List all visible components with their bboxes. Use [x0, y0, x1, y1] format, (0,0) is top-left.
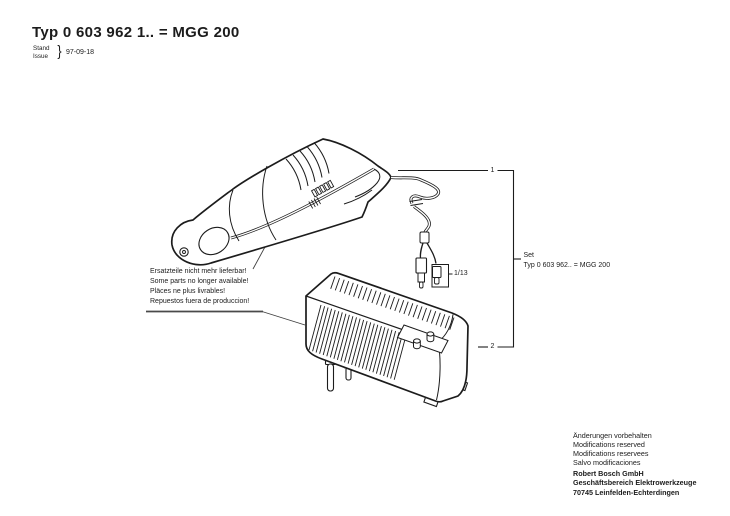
- legal-line: Änderungen vorbehalten: [573, 431, 652, 440]
- notice-line: Repuestos fuera de produccion!: [150, 297, 250, 305]
- cable-illustration: [390, 176, 453, 289]
- company-address: Robert Bosch GmbH Geschäftsbereich Elekt…: [573, 469, 696, 496]
- callout-label-1-13: 1/13: [454, 270, 468, 277]
- notice-line: Ersatzteile nicht mehr lieferbar!: [150, 268, 247, 275]
- tool-grip-ribs: [285, 142, 330, 191]
- legal-line: Modifications reserved: [573, 440, 645, 450]
- charger-front-vents: [308, 304, 407, 380]
- notice-line: Some parts no longer available!: [150, 277, 249, 285]
- legal-notice: Änderungen vorbehalten Modifications res…: [573, 431, 696, 467]
- footer-block: Änderungen vorbehalten Modifications res…: [573, 431, 696, 497]
- brace-glyph: }: [57, 43, 62, 60]
- charger-top-vents: [330, 276, 455, 330]
- tool-label-hatch: [308, 196, 321, 209]
- stand-label: Stand: [33, 45, 50, 52]
- cable-break-marks: [409, 199, 424, 206]
- issue-date: 97-09-18: [66, 49, 95, 56]
- charging-plugs: [415, 257, 442, 289]
- company-line: 70745 Leinfelden-Echterdingen: [573, 487, 680, 497]
- issue-label: Issue: [33, 52, 49, 60]
- callout-label-1: 1: [490, 166, 495, 174]
- page-title: Typ 0 603 962 1.. = MGG 200: [32, 24, 240, 41]
- charger-illustration: [305, 271, 469, 408]
- callout-bracket-lines: [398, 169, 521, 348]
- callout-label-2: 2: [490, 342, 495, 350]
- tool-switch: [310, 179, 335, 198]
- charger-contact-posts: [413, 331, 435, 350]
- issue-date-block: Stand Issue } 97-09-18: [33, 43, 153, 66]
- company-line: Geschäftsbereich Elektrowerkzeuge: [573, 478, 697, 488]
- company-line: Robert Bosch GmbH: [573, 469, 644, 479]
- set-label: Set: [523, 251, 535, 259]
- notice-line: Pläces ne plus livrables!: [150, 287, 226, 295]
- legal-line: Modifications reservees: [573, 449, 649, 459]
- tool-illustration: [170, 138, 392, 266]
- legal-line: Salvo modificaciones: [573, 458, 641, 468]
- set-type-label: Typ 0 603 962.. = MGG 200: [523, 261, 611, 269]
- availability-notice: Ersatzteile nicht mehr lieferbar! Some p…: [150, 267, 249, 307]
